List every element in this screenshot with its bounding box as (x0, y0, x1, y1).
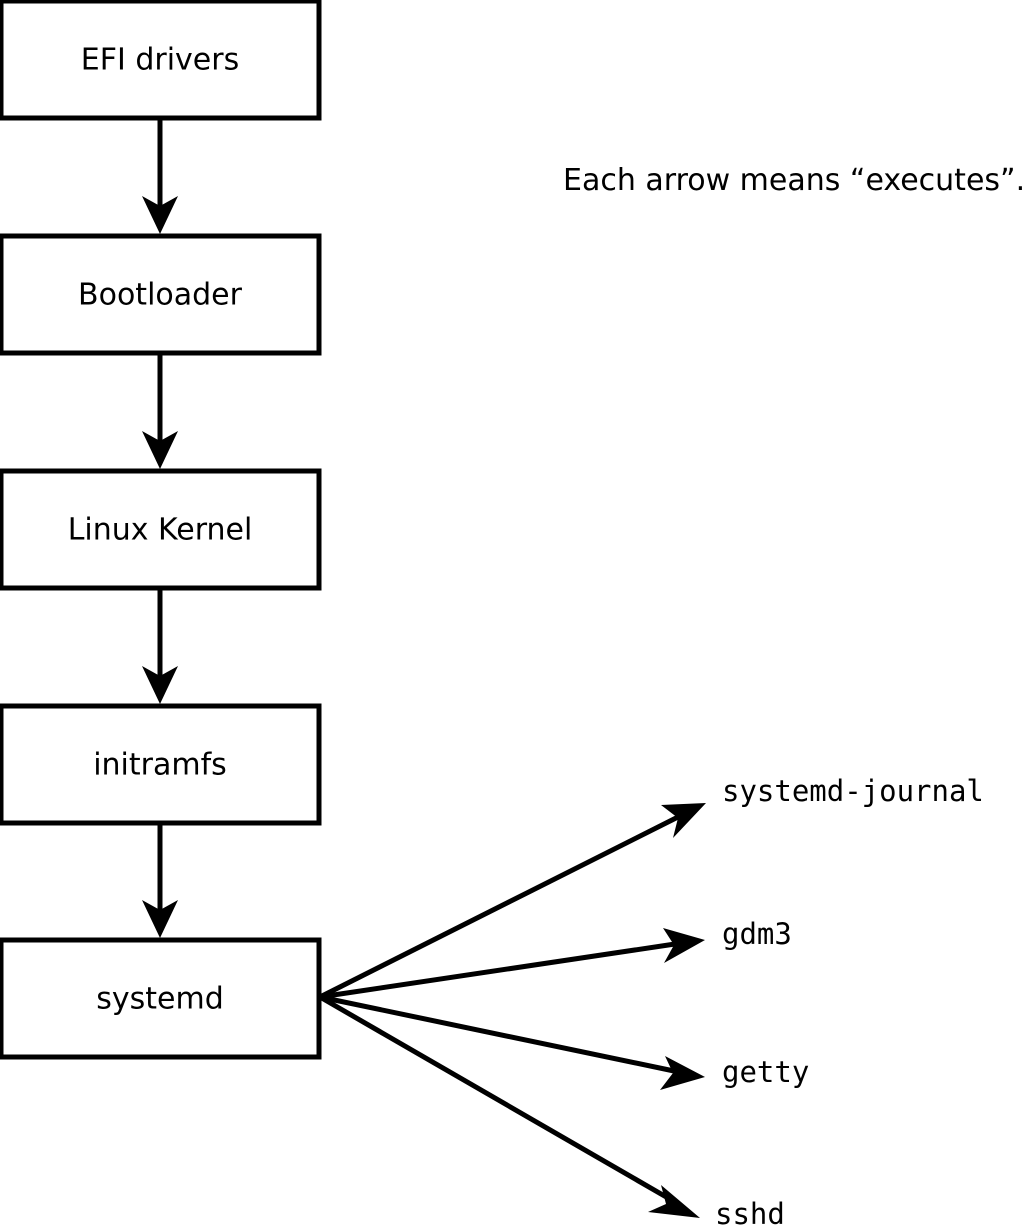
box-outline (0, 937, 322, 1060)
arrow-shaft (319, 941, 676, 1000)
box-label-systemd: systemd (96, 982, 224, 1017)
process-labels-group: systemd-journal gdm3 getty sshd (715, 774, 984, 1230)
process-label-sshd: sshd (715, 1197, 785, 1230)
arrow-head (648, 1185, 700, 1218)
arrow-head (142, 666, 178, 704)
arrow-head (661, 803, 706, 838)
arrow-initramfs-to-systemd (142, 823, 178, 938)
vertical-arrows-group (142, 118, 178, 938)
box-outline (0, 703, 322, 826)
arrow-head (142, 196, 178, 234)
box-label-efi-drivers: EFI drivers (81, 43, 239, 78)
arrow-kernel-to-initramfs (142, 588, 178, 704)
arrow-head (142, 431, 178, 469)
arrow-systemd-to-getty (319, 994, 705, 1090)
fanout-arrows-group (318, 803, 706, 1218)
box-bootloader[interactable]: Bootloader (0, 233, 322, 356)
box-outline (0, 0, 322, 121)
process-label-gdm3: gdm3 (722, 917, 792, 951)
arrow-head (663, 928, 705, 963)
box-efi-drivers[interactable]: EFI drivers (0, 0, 322, 121)
arrow-head (660, 1056, 705, 1090)
arrow-head (142, 900, 178, 938)
box-systemd[interactable]: systemd (0, 937, 322, 1060)
box-outline (0, 233, 322, 356)
process-label-getty: getty (722, 1055, 809, 1089)
box-outline (0, 468, 322, 591)
arrow-systemd-to-systemd-journal (318, 803, 706, 1000)
arrow-shaft (319, 994, 675, 1074)
arrow-systemd-to-sshd (318, 994, 700, 1218)
box-linux-kernel[interactable]: Linux Kernel (0, 468, 322, 591)
arrow-systemd-to-gdm3 (319, 928, 705, 1000)
arrow-efi-to-bootloader (142, 118, 178, 234)
arrow-shaft (318, 994, 670, 1201)
arrow-bootloader-to-kernel (142, 353, 178, 469)
box-label-bootloader: Bootloader (78, 278, 243, 313)
legend-note: Each arrow means “executes”. (563, 163, 1023, 198)
box-initramfs[interactable]: initramfs (0, 703, 322, 826)
arrow-shaft (318, 814, 680, 1000)
box-label-initramfs: initramfs (93, 748, 227, 783)
box-label-linux-kernel: Linux Kernel (68, 513, 253, 548)
process-label-systemd-journal: systemd-journal (722, 774, 984, 808)
